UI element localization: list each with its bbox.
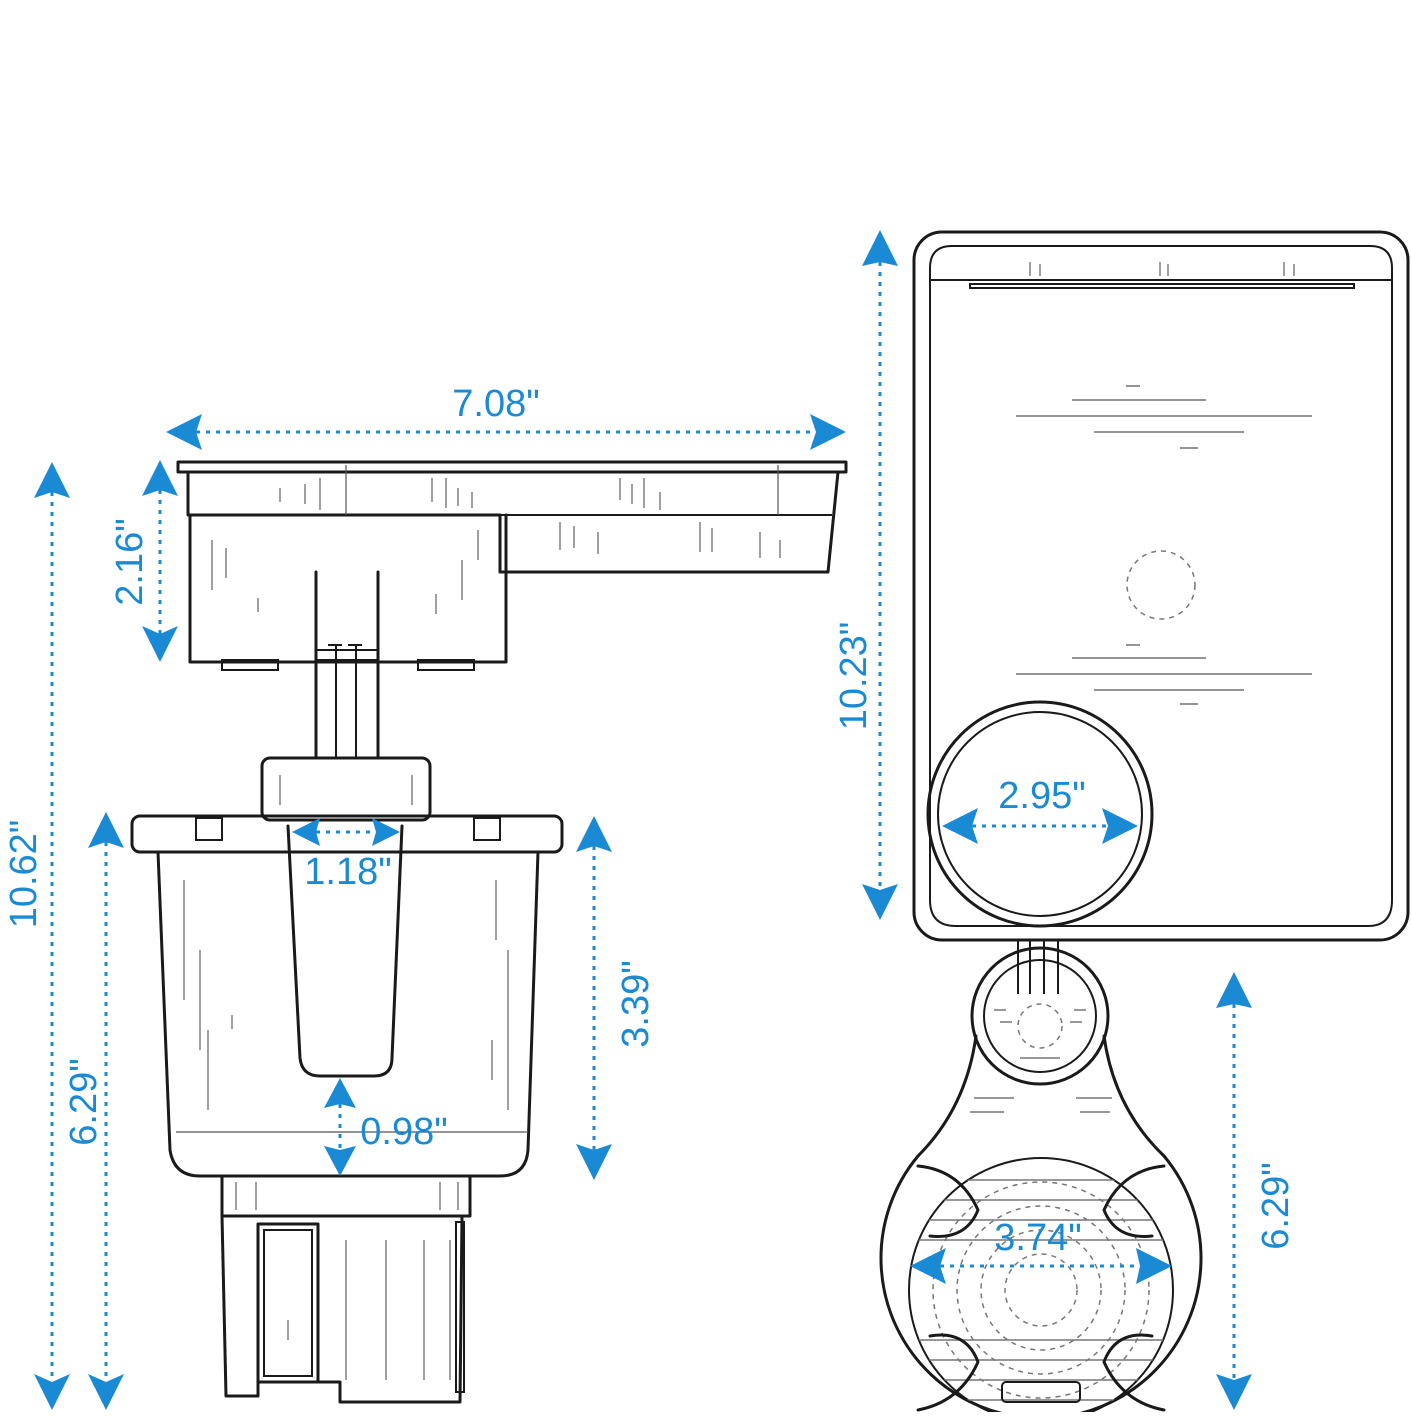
- dimension-tray-width: [166, 414, 846, 450]
- dimension-cup-height: [88, 812, 124, 1410]
- cup-holder-side-view: [130, 814, 564, 1404]
- swivel-base-top-view: [879, 940, 1203, 1417]
- dimension-tray-length: [862, 230, 898, 920]
- label-tray-width: 7.08": [452, 383, 539, 425]
- label-slot-width: 1.18": [304, 851, 391, 893]
- label-tray-height: 2.16": [109, 518, 151, 605]
- dimension-cup-depth: [576, 816, 612, 1180]
- label-cup-height: 6.29": [63, 1058, 105, 1145]
- tray-top-view: [912, 230, 1410, 942]
- label-cup-ring-diameter: 2.95": [998, 775, 1085, 817]
- cup-ring-top-view: [926, 700, 1154, 928]
- dimension-total-height: [34, 462, 70, 1410]
- dimension-cup-ring-diameter: [942, 808, 1138, 844]
- label-slot-bottom-gap: 0.98": [360, 1111, 447, 1153]
- label-base-height: 6.29": [1255, 1162, 1297, 1249]
- dimension-base-diameter: [910, 1248, 1172, 1284]
- dimension-slot-bottom-gap: [324, 1078, 356, 1176]
- stem-side-view: [260, 570, 432, 822]
- dimension-base-height: [1216, 972, 1252, 1410]
- dimension-slot-width: [292, 818, 400, 846]
- label-total-height: 10.62": [3, 820, 45, 929]
- tray-side-view: [176, 460, 848, 671]
- label-tray-length: 10.23": [833, 622, 875, 731]
- dimension-tray-height: [142, 460, 178, 662]
- label-cup-depth: 3.39": [615, 960, 657, 1047]
- label-base-diameter: 3.74": [994, 1217, 1081, 1259]
